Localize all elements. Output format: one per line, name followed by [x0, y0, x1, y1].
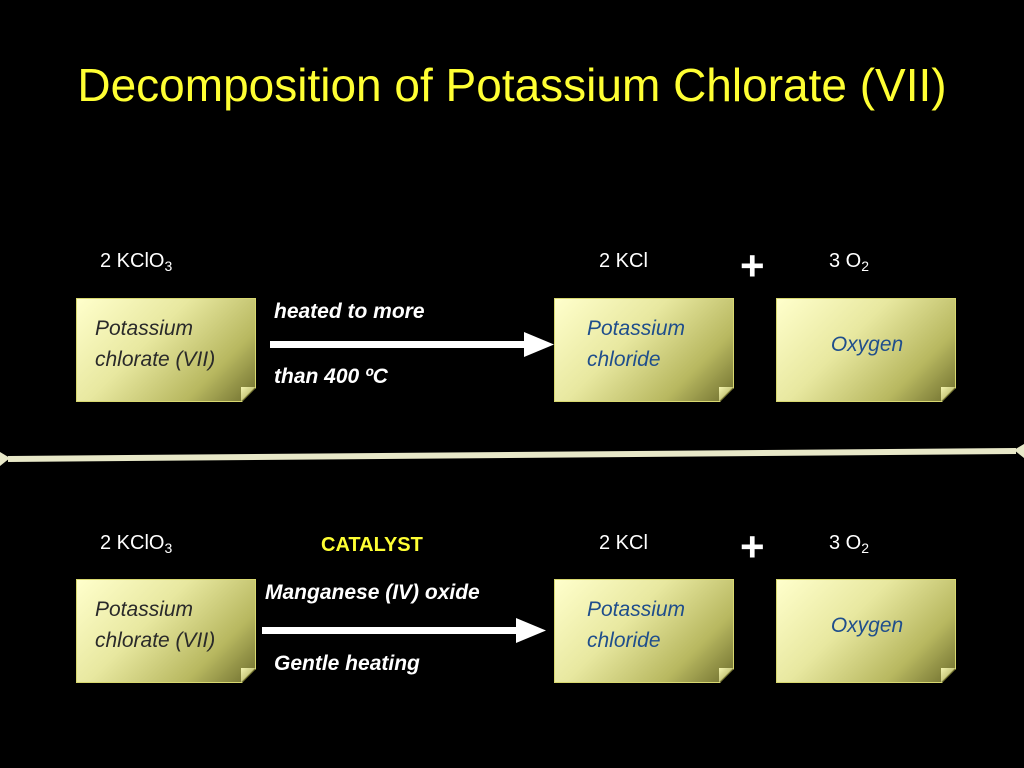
card-fold — [941, 668, 955, 682]
product2-card: Oxygen — [776, 579, 956, 683]
condition-below: Gentle heating — [274, 652, 420, 675]
product1-card: Potassium chloride — [554, 298, 734, 402]
product2-name: Oxygen — [830, 614, 904, 637]
card-fold — [719, 668, 733, 682]
reaction-arrow — [270, 332, 554, 357]
product2-name: Oxygen — [830, 333, 904, 356]
condition-above: heated to more — [274, 300, 425, 323]
product1-name: Potassium chloride — [587, 317, 686, 371]
condition-above: Manganese (IV) oxide — [265, 581, 480, 604]
card-fold — [941, 387, 955, 401]
product1-formula: 2 KCl — [599, 532, 648, 554]
condition-below: than 400 ºC — [274, 365, 388, 388]
reactant-name: Potassium chlorate (VII) — [95, 598, 216, 652]
product1-card: Potassium chloride — [554, 579, 734, 683]
reactant-formula: 2 KClO3 — [100, 532, 173, 556]
reaction-arrow — [262, 618, 546, 643]
product1-name: Potassium chloride — [587, 598, 686, 652]
catalyst-label: CATALYST — [321, 534, 423, 556]
reactant-card: Potassium chlorate (VII) — [76, 298, 256, 402]
plus-sign: + — [740, 242, 765, 289]
section-divider — [0, 444, 1024, 466]
card-fold — [241, 387, 255, 401]
product2-formula: 3 O2 — [829, 250, 870, 274]
product2-card: Oxygen — [776, 298, 956, 402]
product2-formula: 3 O2 — [829, 532, 870, 556]
slide-title: Decomposition of Potassium Chlorate (VII… — [77, 59, 947, 111]
card-fold — [719, 387, 733, 401]
reactant-formula: 2 KClO3 — [100, 250, 173, 274]
reactant-card: Potassium chlorate (VII) — [76, 579, 256, 683]
product1-formula: 2 KCl — [599, 250, 648, 272]
reactant-name: Potassium chlorate (VII) — [95, 317, 216, 371]
card-fold — [241, 668, 255, 682]
plus-sign: + — [740, 523, 765, 570]
